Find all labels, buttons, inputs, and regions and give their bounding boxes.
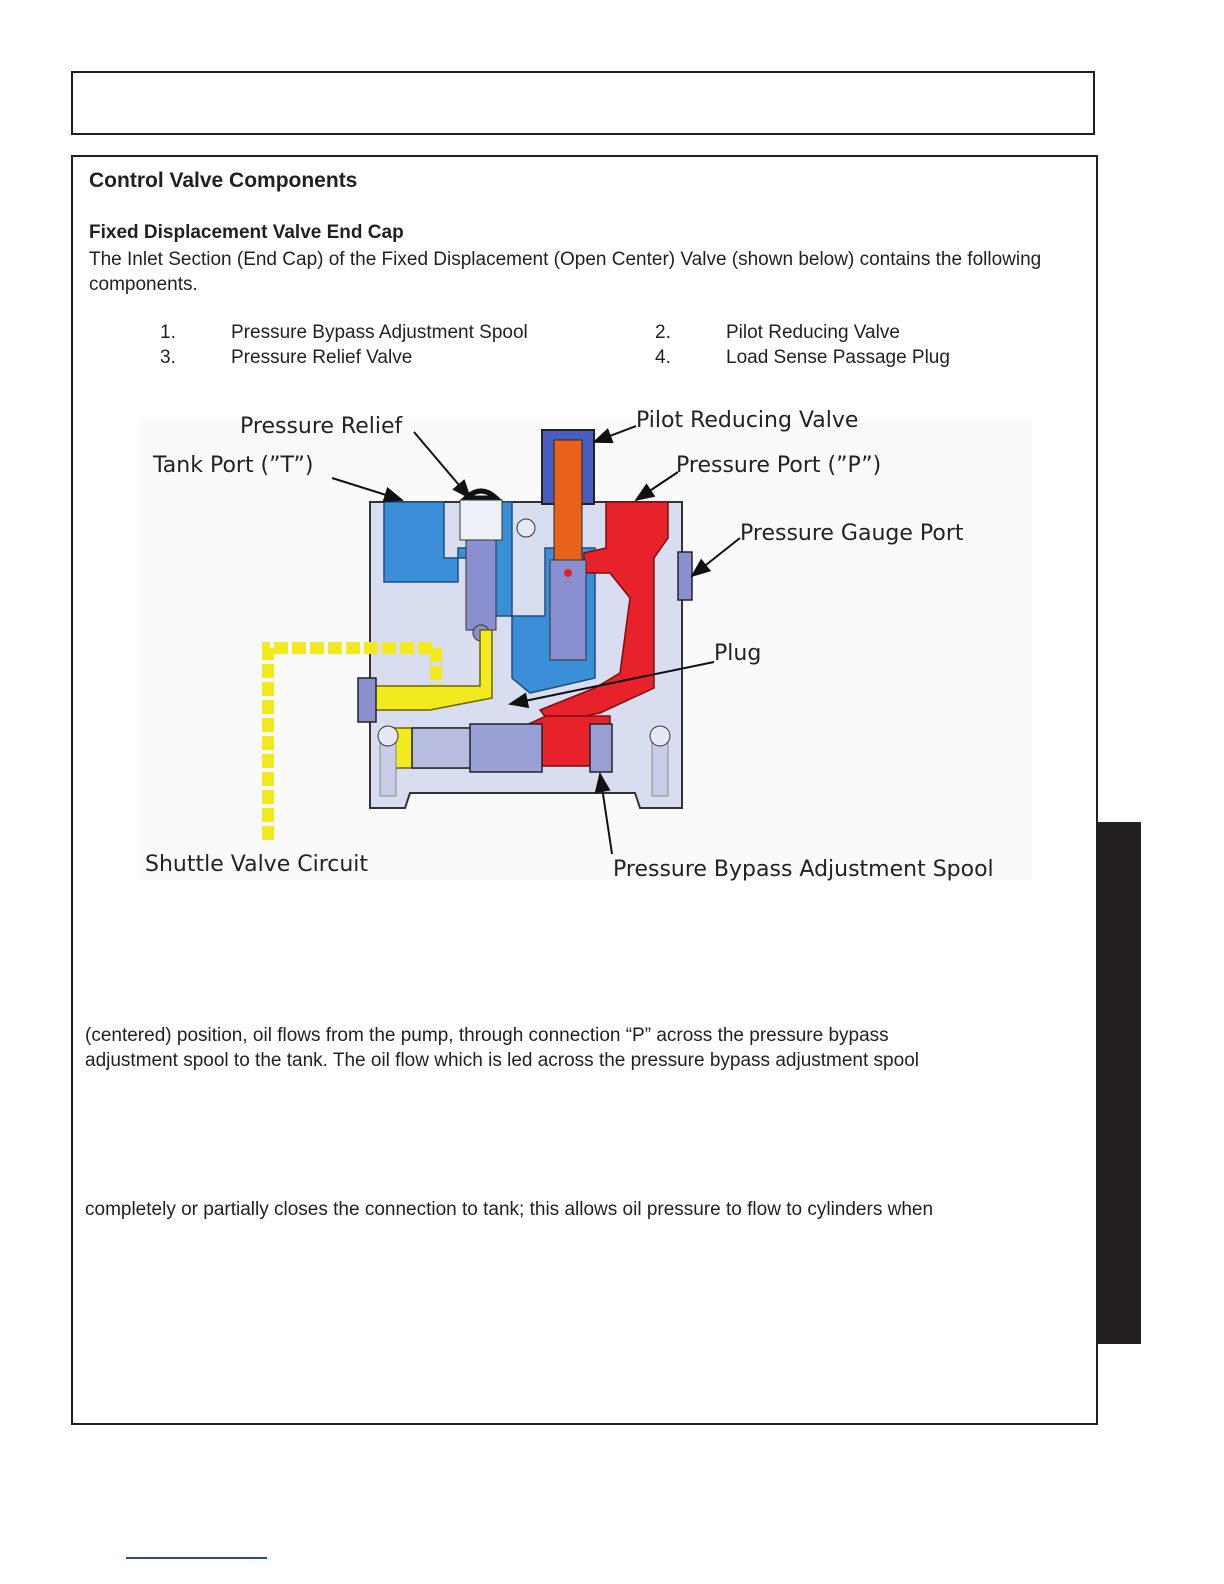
content-frame <box>71 155 1098 1425</box>
component-label-3: Pressure Relief Valve <box>231 347 413 368</box>
pilot-reducing-valve <box>541 429 595 661</box>
component-number-1: 1. <box>160 322 176 343</box>
component-number-4: 4. <box>655 347 671 368</box>
label-shuttle-valve-circuit: Shuttle Valve Circuit <box>145 852 368 877</box>
body-text-line-1: (centered) position, oil flows from the … <box>85 1025 889 1046</box>
intro-paragraph: The Inlet Section (End Cap) of the Fixed… <box>89 249 1042 295</box>
component-number-2: 2. <box>655 322 671 343</box>
label-tank-port: Tank Port (”T”) <box>152 453 313 478</box>
header-box <box>71 71 1095 135</box>
pressure-bypass-adjustment-spool <box>411 723 613 773</box>
pressure-gauge-port-plug <box>677 551 693 601</box>
left-plug <box>357 677 377 723</box>
component-number-3: 3. <box>160 347 176 368</box>
valve-cross-section-diagram: Pressure Relief Tank Port (”T”) Pilot Re… <box>140 408 1032 882</box>
section-side-tab <box>1097 822 1141 1344</box>
pressure-relief-cartridge <box>459 488 503 642</box>
body-text-line-2: adjustment spool to the tank. The oil fl… <box>85 1050 919 1071</box>
component-label-1: Pressure Bypass Adjustment Spool <box>231 322 528 343</box>
label-plug: Plug <box>714 641 761 666</box>
component-label-4: Load Sense Passage Plug <box>726 347 950 368</box>
subsection-title: Fixed Displacement Valve End Cap <box>89 222 404 243</box>
label-pressure-port: Pressure Port (”P”) <box>676 453 881 478</box>
label-pressure-relief: Pressure Relief <box>240 414 404 439</box>
label-pressure-bypass-spool: Pressure Bypass Adjustment Spool <box>613 857 994 882</box>
label-pressure-gauge-port: Pressure Gauge Port <box>740 521 964 546</box>
bolt-holes <box>377 518 671 797</box>
section-title: Control Valve Components <box>89 169 358 192</box>
label-pilot-reducing-valve: Pilot Reducing Valve <box>636 408 858 433</box>
component-label-2: Pilot Reducing Valve <box>726 322 900 343</box>
footer-link-underline[interactable] <box>126 1557 267 1559</box>
leader-arrows <box>331 425 741 855</box>
body-text-line-3: completely or partially closes the conne… <box>85 1199 934 1220</box>
